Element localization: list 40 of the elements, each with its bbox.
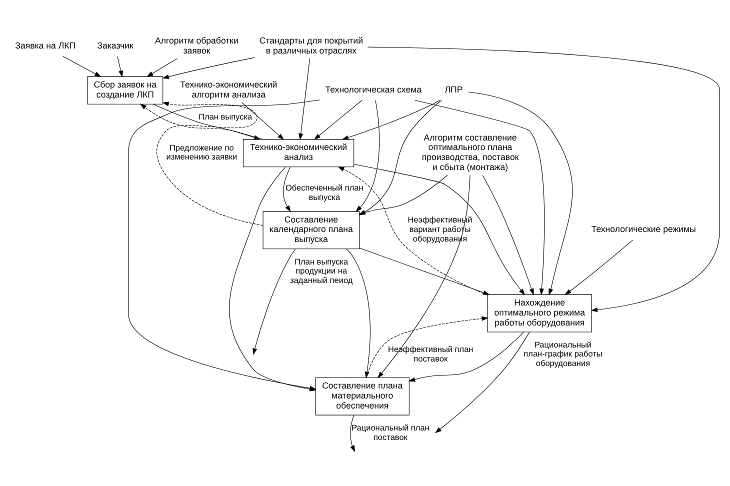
arrow (162, 57, 255, 79)
arrow (378, 175, 470, 378)
arrow (368, 46, 720, 312)
arrow (482, 174, 534, 296)
arrow (338, 166, 488, 296)
node-text: ЛПР (444, 84, 463, 94)
node-text: Технологические режимы (591, 224, 696, 234)
node-box: Технико-экономический анализ (242, 139, 354, 168)
arrow (414, 100, 545, 296)
arrow (298, 58, 310, 140)
arrow (408, 332, 524, 382)
arrow (117, 56, 124, 78)
node-text: Алгоритм обработки заявок (154, 35, 238, 56)
arrow (358, 100, 442, 216)
arrow (156, 102, 264, 226)
arrow (146, 58, 178, 77)
node-text: Заявка на ЛКП (15, 40, 76, 50)
arrow (434, 332, 530, 434)
arrow (564, 240, 634, 295)
arrow (359, 248, 490, 295)
arrow (350, 414, 355, 452)
arrow (62, 56, 102, 77)
node-box: Нахождение оптимального режима работы оборудования (487, 294, 592, 332)
node-box: Сбор заявок на создание ЛКП (87, 76, 164, 104)
arrow (314, 100, 362, 140)
arrow (252, 248, 296, 356)
node-text: Алгоритм составление оптимального плана производства, поставок и сбыта (монтажа) (422, 132, 519, 172)
arrow (354, 164, 526, 296)
arrow (358, 174, 448, 215)
node-text: Технологическая схема (325, 84, 422, 94)
arrow (342, 100, 440, 140)
arrow (356, 100, 380, 212)
arrow (366, 316, 488, 378)
node-text: Технико-экономический алгоритм анализа (180, 79, 278, 100)
node-text: Заказчик (97, 40, 134, 50)
arrow (283, 166, 291, 212)
arrow (468, 92, 573, 296)
node-text: Стандарты для покрытий в различных отраслях (259, 35, 364, 56)
node-box: Составление плана материального обеспечения (315, 377, 410, 416)
node-box: Составление календарного плана выпуска (262, 211, 360, 250)
